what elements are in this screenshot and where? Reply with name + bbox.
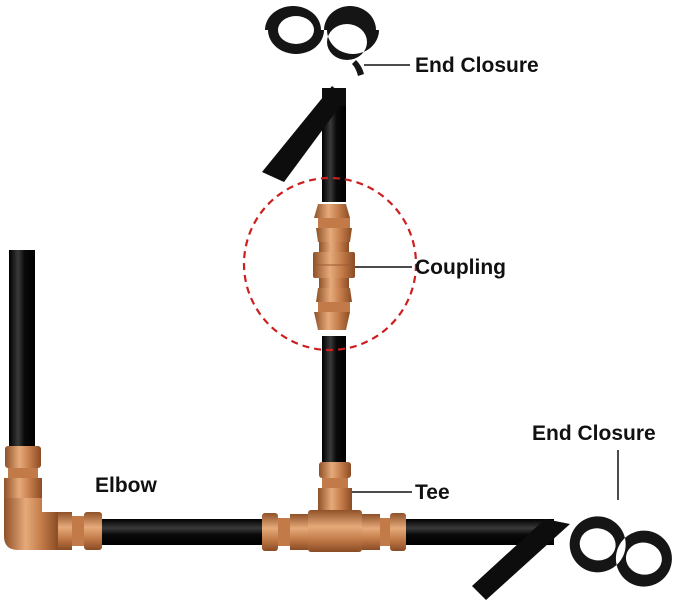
label-elbow: Elbow — [95, 474, 157, 497]
tee-fitting — [262, 462, 406, 552]
tube-left-vertical — [9, 250, 35, 448]
end-closure-right — [569, 516, 672, 587]
end-closure-top-stem — [352, 60, 364, 76]
tube-bottom-left — [102, 519, 268, 545]
label-end-closure-top: End Closure — [415, 54, 539, 77]
tube-fold-cap — [322, 88, 346, 106]
label-tee: Tee — [415, 481, 450, 504]
end-closure-top — [265, 6, 379, 76]
elbow-fitting — [4, 446, 102, 550]
end-closure-top-body — [265, 6, 379, 60]
tubing — [9, 86, 570, 600]
tube-folded-end-top — [262, 86, 346, 182]
coupling-fitting — [313, 204, 355, 330]
tube-center-lower — [322, 336, 346, 464]
end-closure-right-body — [569, 516, 672, 587]
label-end-closure-right: End Closure — [532, 422, 656, 445]
coupling-highlight-circle — [242, 176, 418, 352]
tube-folded-end-right — [472, 519, 570, 600]
label-coupling: Coupling — [415, 256, 506, 279]
